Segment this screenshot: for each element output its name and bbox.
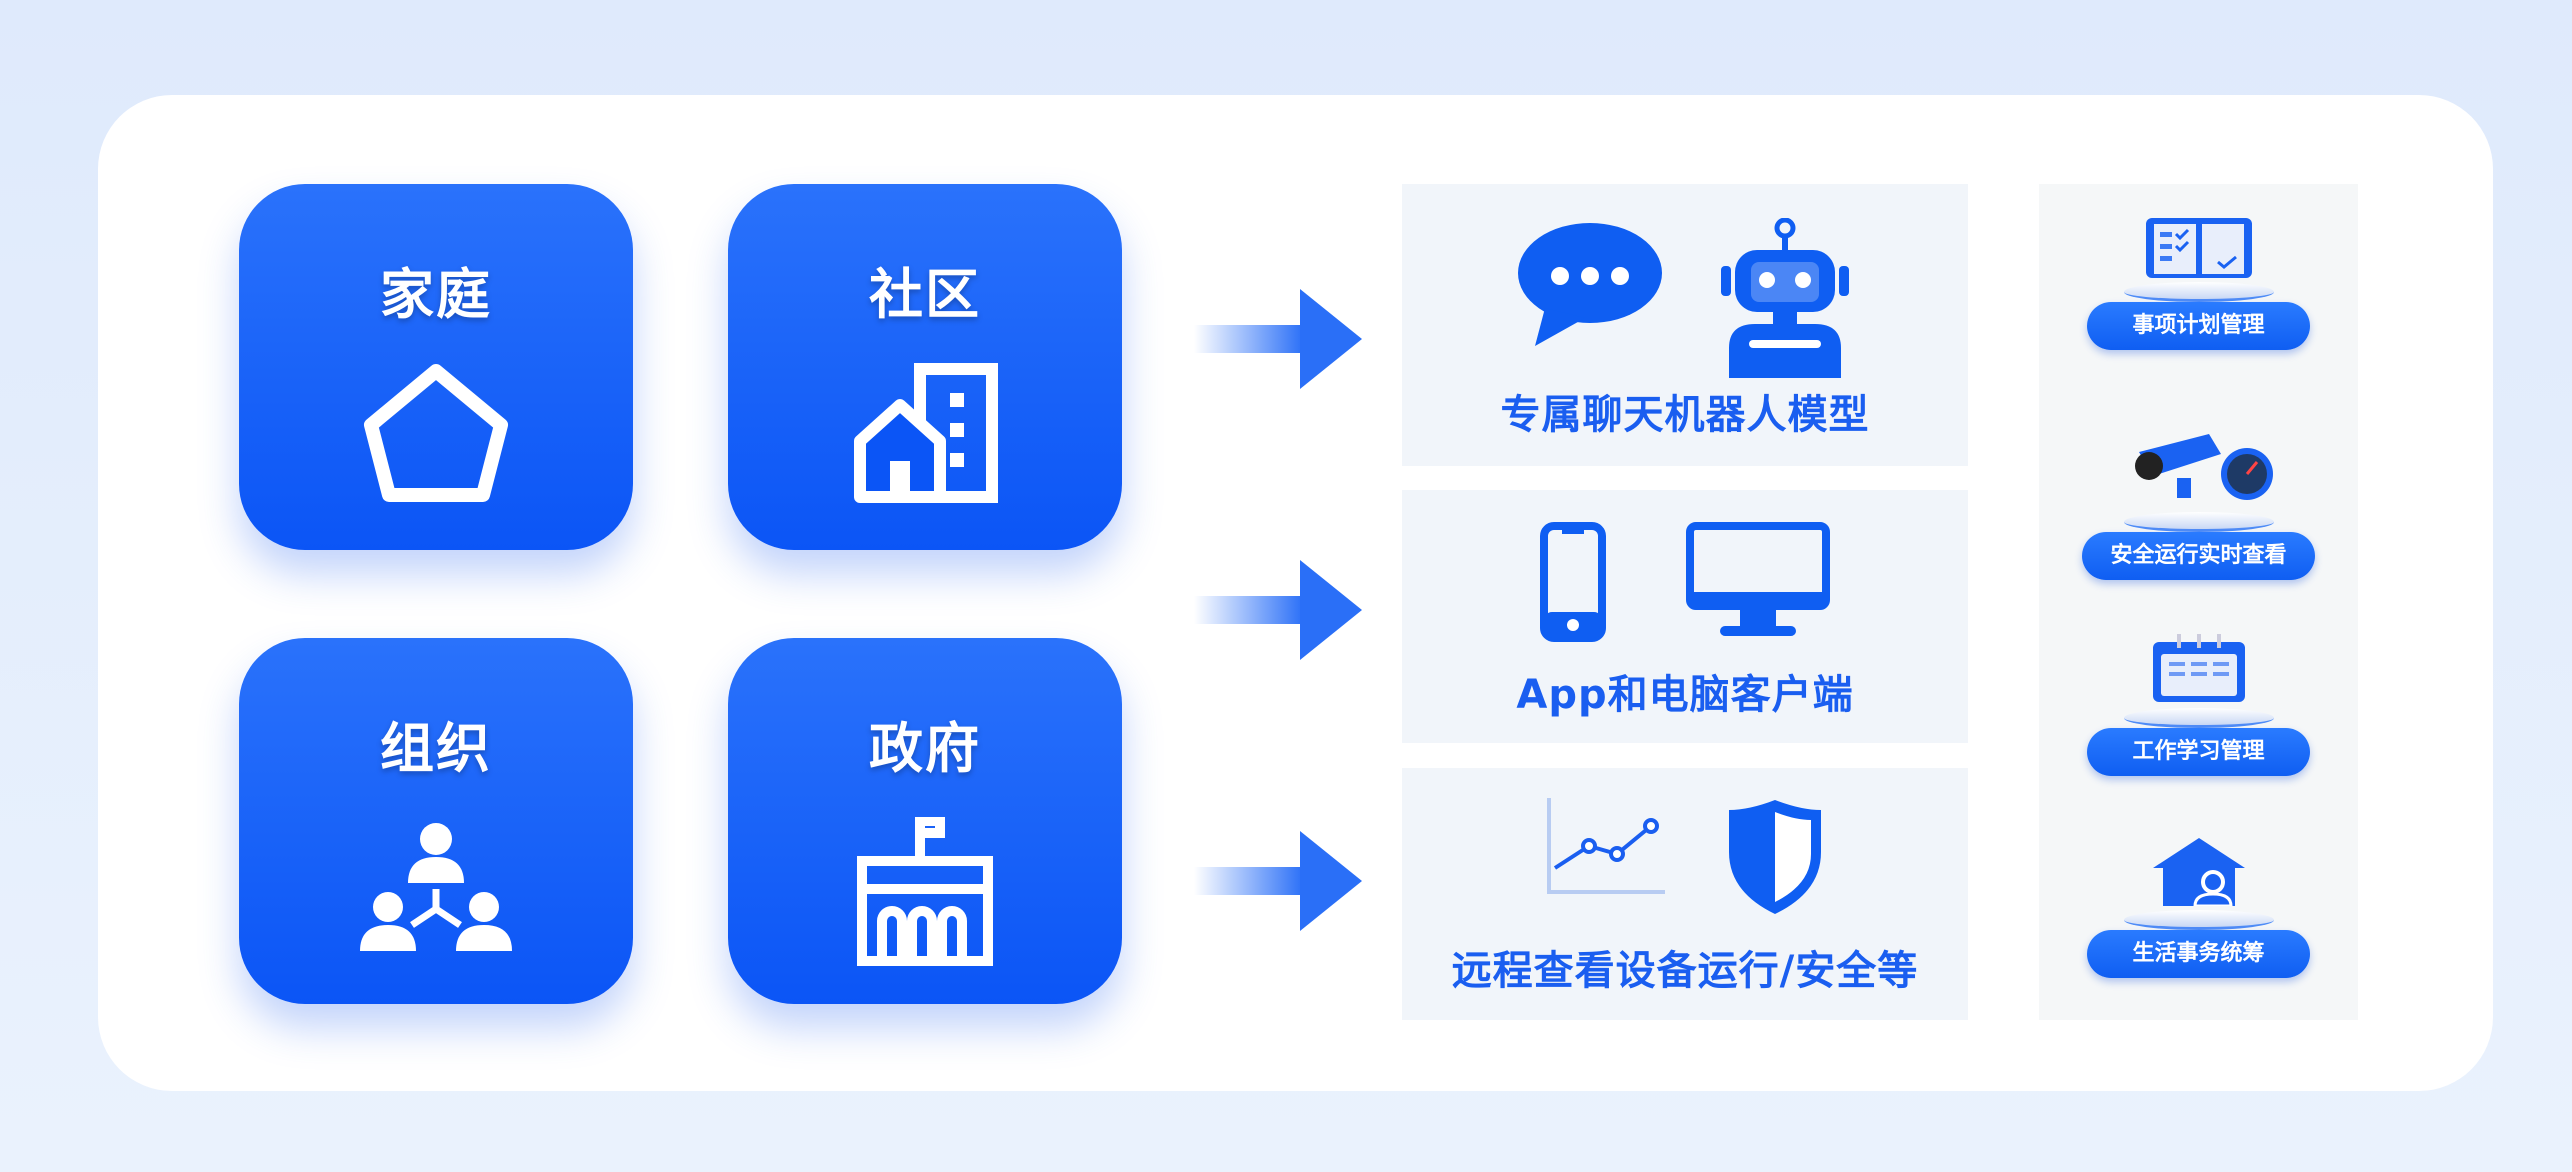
pedestal [2123,910,2274,930]
home-user-icon [2152,838,2245,908]
feature-item[interactable]: 生活事务统筹 [2039,836,2358,978]
home-icon [364,364,508,502]
panel-label: 远程查看设备运行/安全等 [1451,948,1919,994]
smartphone-icon [1540,522,1606,642]
camera-gauge-icon [2134,434,2273,500]
pedestal [2123,282,2274,302]
arrow-right-icon [1194,560,1362,660]
tile-label: 组织 [380,717,492,780]
feature-label: 安全运行实时查看 [2082,532,2315,580]
tile-community[interactable]: 社区 [728,184,1122,550]
feature-item[interactable]: 安全运行实时查看 [2039,428,2358,580]
pedestal [2123,512,2274,532]
feature-label: 工作学习管理 [2087,728,2310,776]
panel-chatbot: 专属聊天机器人模型 [1402,184,1968,466]
feature-column: 事项计划管理 安全运行实时查看 工作学习管理 生活事务统筹 [2039,184,2358,1020]
feature-item[interactable]: 事项计划管理 [2039,214,2358,350]
line-chart-icon [1547,798,1665,894]
tile-label: 家庭 [380,263,492,326]
panel-clients: App和电脑客户端 [1402,490,1968,743]
shield-icon [1729,800,1821,914]
checklist-icon [2145,218,2252,278]
arrow-right-icon [1194,831,1362,931]
building-icon [854,363,998,503]
government-building-icon [857,817,993,966]
tile-government[interactable]: 政府 [728,638,1122,1004]
chat-bubble-icon [1518,223,1662,346]
tile-label: 社区 [869,263,981,326]
org-people-icon [360,823,512,951]
robot-icon [1721,218,1849,378]
panel-remote: 远程查看设备运行/安全等 [1402,768,1968,1020]
panel-label: App和电脑客户端 [1516,672,1854,718]
pedestal [2123,708,2274,728]
arrow-right-icon [1194,289,1362,389]
feature-item[interactable]: 工作学习管理 [2039,634,2358,776]
tile-home[interactable]: 家庭 [239,184,633,550]
monitor-icon [1686,522,1830,636]
calendar-icon [2152,634,2245,702]
feature-label: 事项计划管理 [2087,302,2310,350]
panel-label: 专属聊天机器人模型 [1500,392,1870,438]
tile-organization[interactable]: 组织 [239,638,633,1004]
feature-label: 生活事务统筹 [2087,930,2310,978]
tile-label: 政府 [869,717,981,780]
